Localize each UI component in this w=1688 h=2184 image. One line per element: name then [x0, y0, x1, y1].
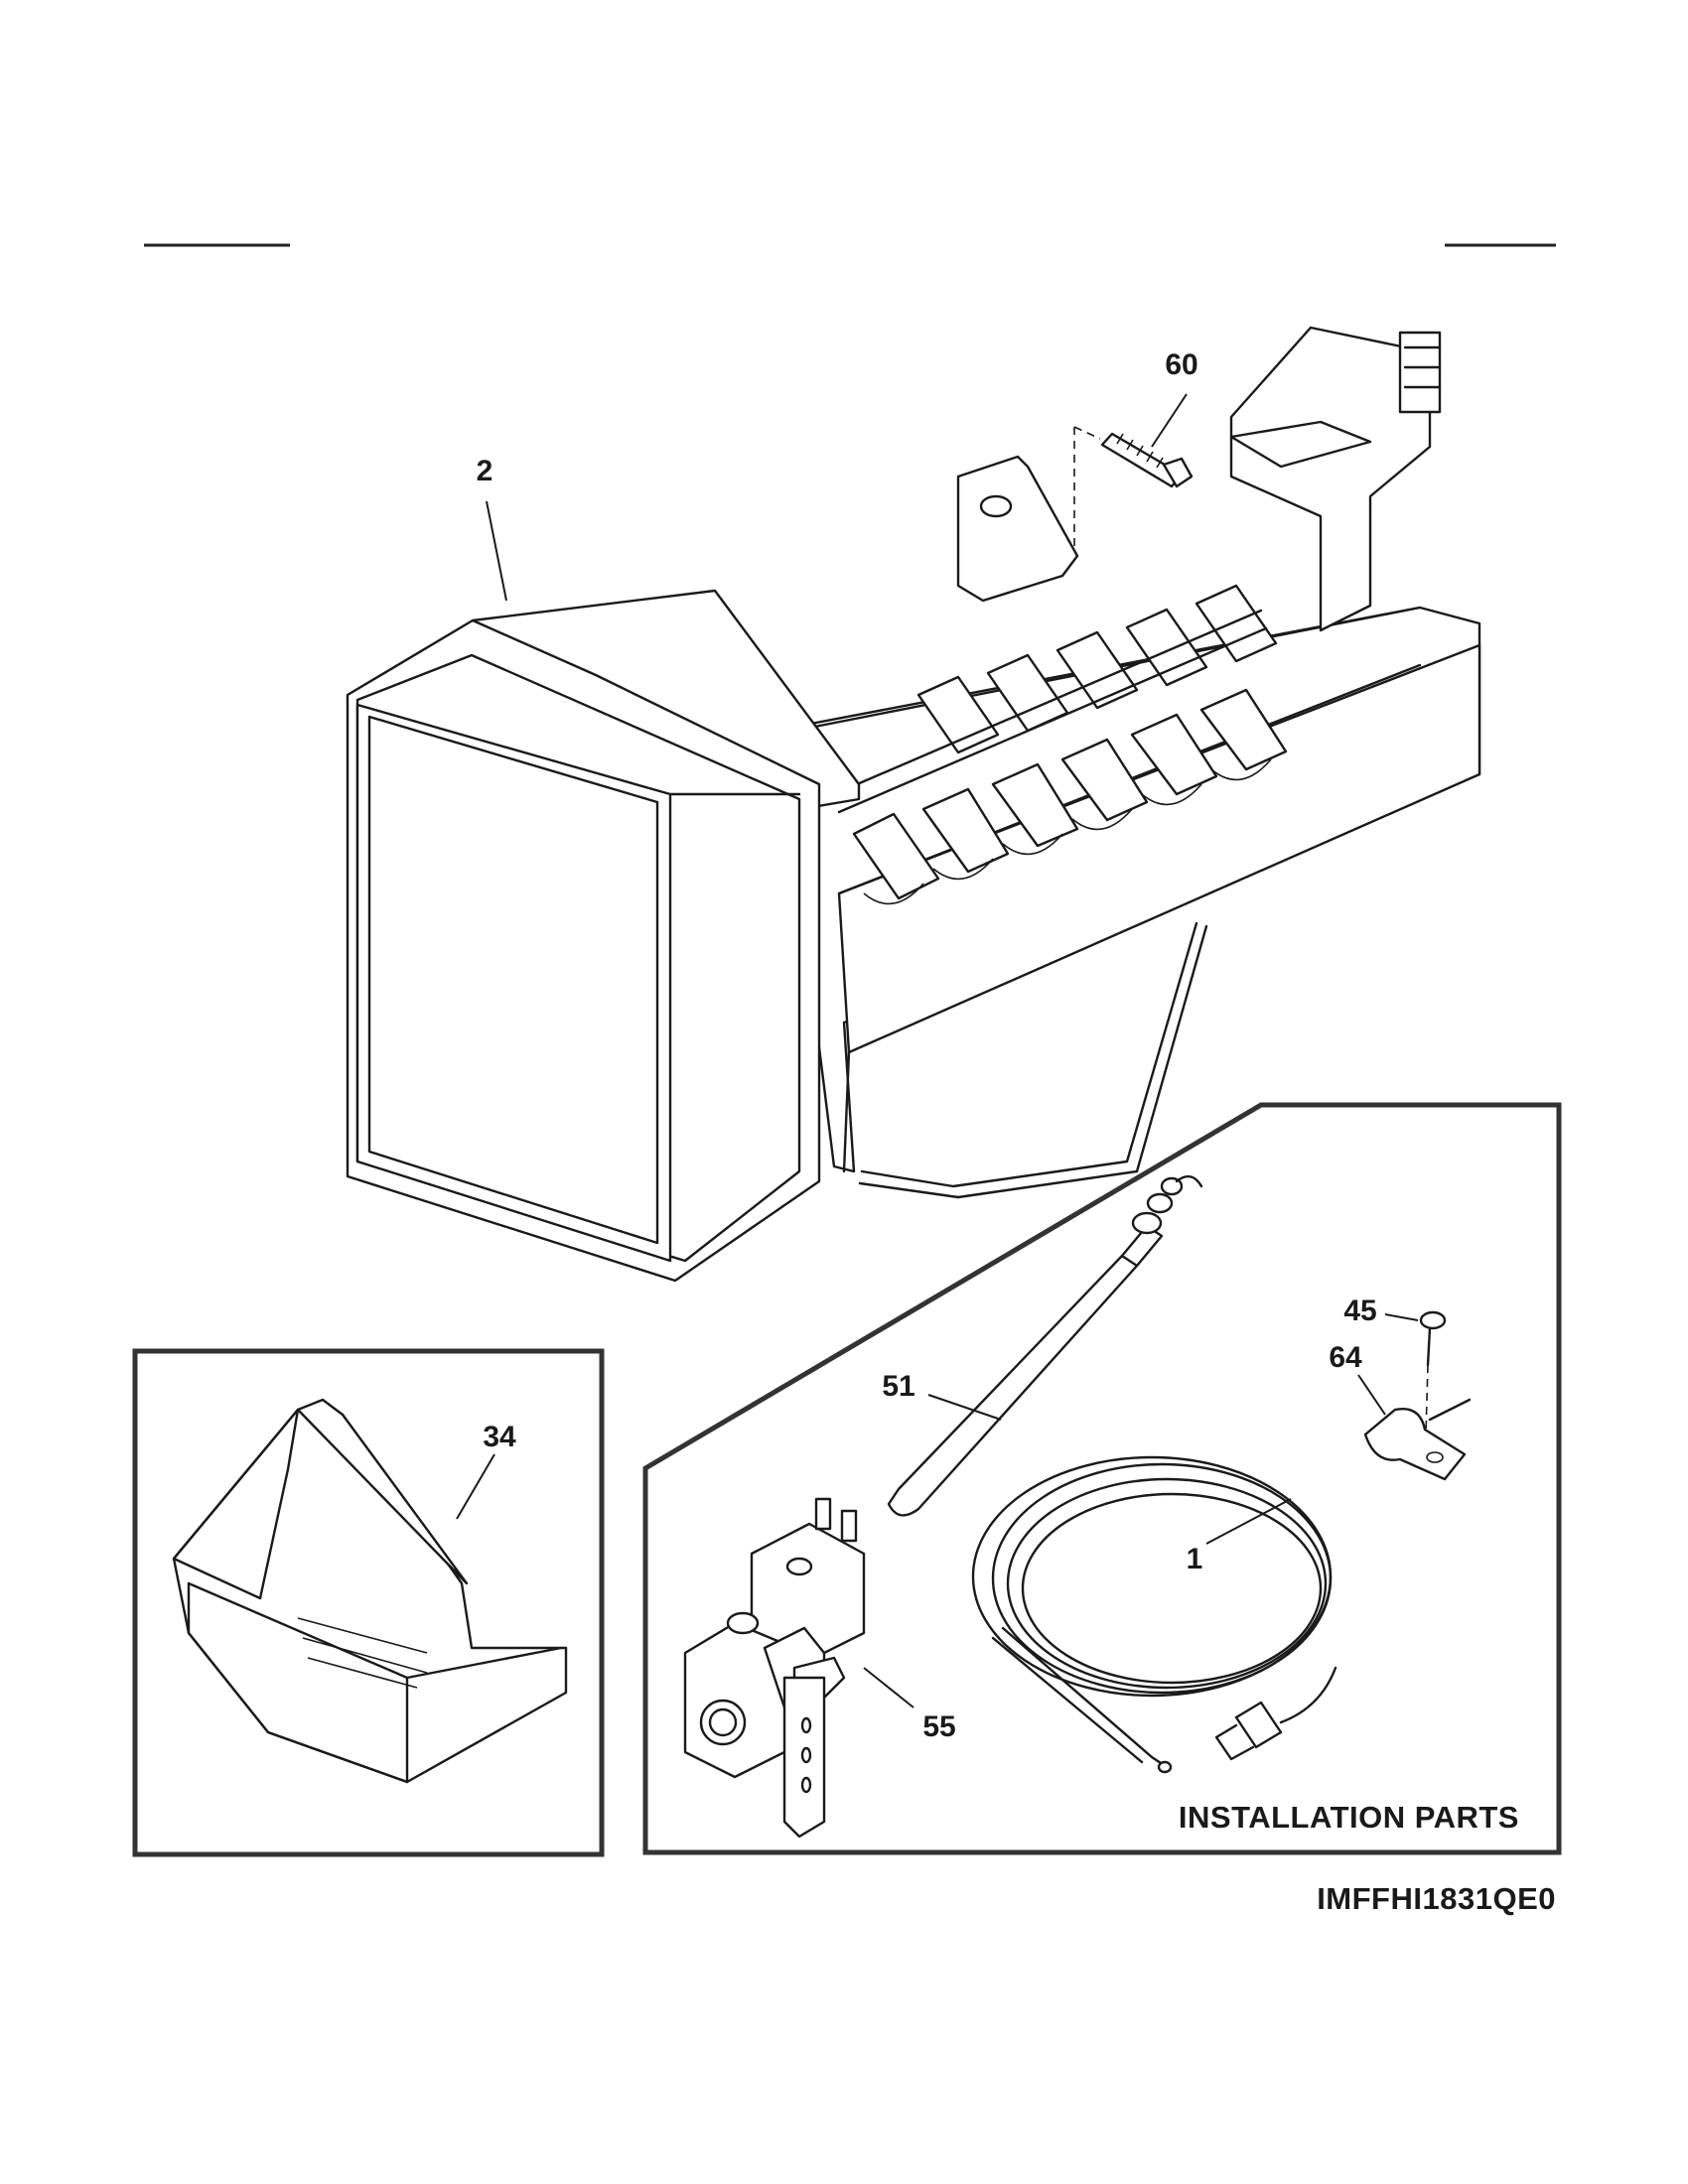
clamp-part-64	[1357, 1374, 1472, 1481]
leader-2	[486, 500, 507, 602]
ice-bucket-frame	[132, 1348, 605, 1857]
callout-51: 51	[882, 1370, 914, 1403]
callout-1: 1	[1187, 1543, 1203, 1575]
ice-maker-assembly	[346, 326, 1481, 1283]
callout-45: 45	[1343, 1295, 1376, 1327]
leader-60	[1151, 393, 1188, 448]
callout-60: 60	[1165, 348, 1197, 381]
callout-64: 64	[1329, 1341, 1362, 1374]
installation-parts-frame	[642, 1102, 1562, 1855]
installation-parts-caption: INSTALLATION PARTS	[1179, 1800, 1519, 1835]
screw-part-45	[1384, 1310, 1447, 1435]
diagram-code: IMFFHI1831QE0	[1317, 1881, 1556, 1916]
water-tubing-part-1	[971, 1455, 1337, 1774]
callout-2: 2	[477, 455, 493, 487]
ice-bucket-part-34	[172, 1398, 568, 1784]
callout-34: 34	[483, 1421, 516, 1453]
ejector-blades	[852, 584, 1288, 900]
fill-tube-part-51	[887, 1174, 1203, 1517]
callout-55: 55	[922, 1710, 955, 1743]
water-valve-part-55	[683, 1497, 914, 1839]
screw-part-60	[1073, 426, 1194, 551]
